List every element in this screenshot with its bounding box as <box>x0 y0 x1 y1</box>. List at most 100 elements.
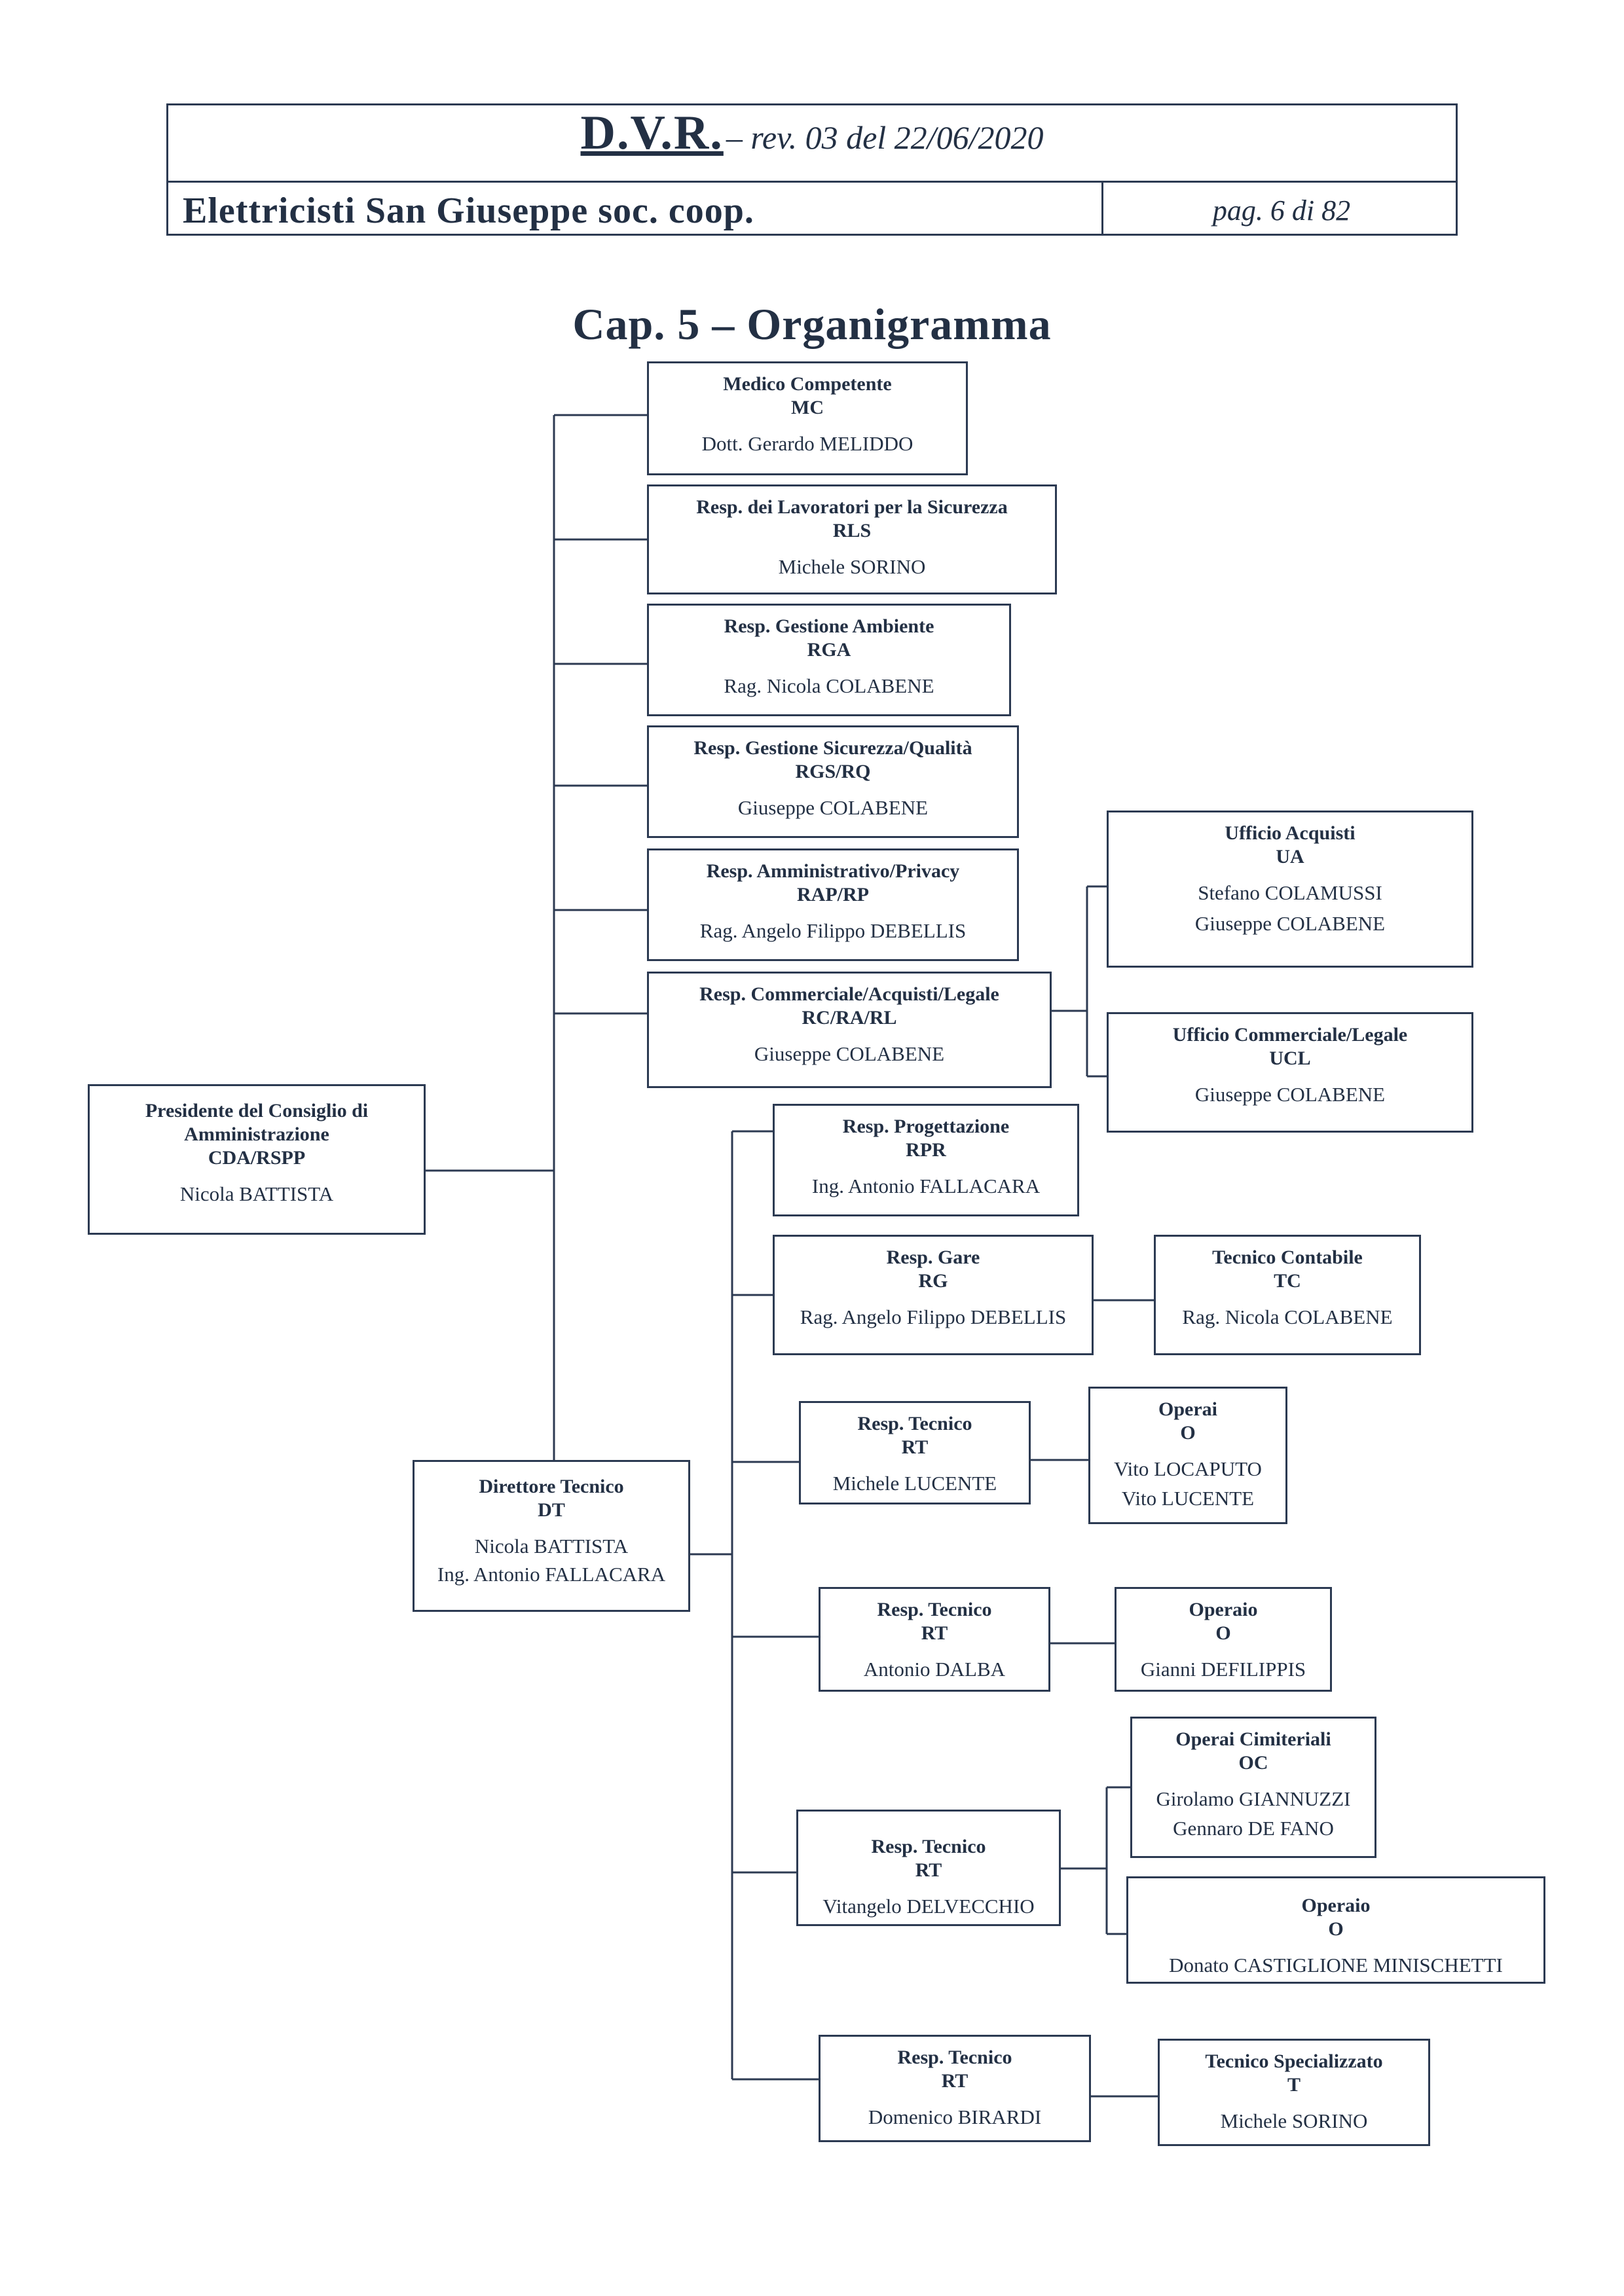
org-box-code: TC <box>1274 1270 1301 1292</box>
org-box-title: Operai Cimiteriali <box>1175 1728 1331 1750</box>
org-box-title: Resp. Commerciale/Acquisti/Legale <box>699 983 999 1005</box>
org-box-operaio-1: Operaio O Gianni DEFILIPPIS <box>1115 1587 1332 1692</box>
org-box-name: Ing. Antonio FALLACARA <box>437 1563 666 1586</box>
org-box-code: RT <box>941 2070 969 2092</box>
org-box-name: Giuseppe COLABENE <box>1194 912 1386 936</box>
org-box-title: Medico Competente <box>723 373 892 395</box>
org-box-name: Vito LUCENTE <box>1121 1487 1255 1510</box>
document-header: D.V.R. – rev. 03 del 22/06/2020 Elettric… <box>166 103 1458 236</box>
chapter-title: Cap. 5 – Organigramma <box>572 299 1052 349</box>
org-box-title: Resp. dei Lavoratori per la Sicurezza <box>696 496 1008 518</box>
org-box-operai: Operai O Vito LOCAPUTO Vito LUCENTE <box>1088 1387 1287 1524</box>
org-box-code: CDA/RSPP <box>208 1147 306 1169</box>
org-box-name: Vitangelo DELVECCHIO <box>822 1895 1035 1918</box>
org-box-mc: Medico Competente MC Dott. Gerardo MELID… <box>647 361 968 475</box>
org-box-title: Operai <box>1158 1398 1217 1420</box>
org-box-t: Tecnico Specializzato T Michele SORINO <box>1158 2039 1430 2146</box>
org-box-name: Michele SORINO <box>778 555 926 578</box>
org-box-title: Presidente del Consiglio di Amministrazi… <box>145 1100 369 1145</box>
org-box-title: Resp. Tecnico <box>877 1599 992 1620</box>
org-box-name: Rag. Nicola COLABENE <box>724 674 934 697</box>
org-box-name: Gianni DEFILIPPIS <box>1140 1658 1306 1681</box>
org-box-title: Ufficio Acquisti <box>1225 822 1356 844</box>
header-divider <box>1101 181 1103 236</box>
org-box-name: Nicola BATTISTA <box>474 1535 629 1558</box>
org-box-code: RT <box>901 1436 929 1458</box>
org-box-name: Vito LOCAPUTO <box>1114 1457 1262 1480</box>
org-box-rc: Resp. Commerciale/Acquisti/Legale RC/RA/… <box>647 972 1052 1088</box>
org-box-title: Ufficio Commerciale/Legale <box>1172 1024 1408 1046</box>
org-box-rt2: Resp. Tecnico RT Antonio DALBA <box>819 1587 1050 1692</box>
org-box-rls: Resp. dei Lavoratori per la Sicurezza RL… <box>647 484 1057 594</box>
org-box-title: Operaio <box>1189 1599 1258 1620</box>
org-box-code: RC/RA/RL <box>802 1007 897 1029</box>
org-box-rga: Resp. Gestione Ambiente RGA Rag. Nicola … <box>647 604 1011 716</box>
org-box-code: O <box>1180 1422 1196 1444</box>
org-box-title: Resp. Progettazione <box>842 1116 1010 1137</box>
org-box-name: Michele LUCENTE <box>832 1472 997 1495</box>
org-box-title: Resp. Tecnico <box>857 1413 972 1434</box>
org-box-code: UCL <box>1269 1048 1311 1069</box>
org-box-title: Resp. Gare <box>886 1247 980 1268</box>
org-box-code: RLS <box>832 520 872 541</box>
org-box-title: Direttore Tecnico <box>479 1476 624 1497</box>
org-box-title: Resp. Tecnico <box>897 2047 1012 2068</box>
org-box-dt: Direttore Tecnico DT Nicola BATTISTA Ing… <box>413 1460 690 1612</box>
org-box-code: O <box>1215 1622 1231 1644</box>
org-box-code: MC <box>791 397 824 418</box>
org-box-rt3: Resp. Tecnico RT Vitangelo DELVECCHIO <box>796 1810 1061 1926</box>
org-box-name: Dott. Gerardo MELIDDO <box>701 432 913 455</box>
org-box-name: Domenico BIRARDI <box>868 2105 1042 2128</box>
org-box-name: Giuseppe COLABENE <box>1194 1083 1386 1106</box>
org-box-title: Resp. Tecnico <box>871 1836 986 1857</box>
org-box-name: Girolamo GIANNUZZI <box>1156 1787 1351 1810</box>
org-box-ucl: Ufficio Commerciale/Legale UCL Giuseppe … <box>1107 1012 1473 1133</box>
org-box-rgs: Resp. Gestione Sicurezza/Qualità RGS/RQ … <box>647 725 1019 838</box>
org-box-title: Tecnico Specializzato <box>1205 2050 1383 2072</box>
org-box-code: UA <box>1276 846 1304 867</box>
org-box-code: O <box>1328 1918 1344 1940</box>
org-box-code: RT <box>921 1622 948 1644</box>
org-box-cda: Presidente del Consiglio di Amministrazi… <box>88 1084 426 1235</box>
org-box-name: Giuseppe COLABENE <box>754 1042 945 1065</box>
org-box-title: Tecnico Contabile <box>1212 1247 1363 1268</box>
org-box-code: RGA <box>807 639 851 661</box>
header-info-row: Elettricisti San Giuseppe soc. coop. pag… <box>168 181 1456 236</box>
org-box-code: DT <box>538 1499 565 1521</box>
org-box-rt1: Resp. Tecnico RT Michele LUCENTE <box>799 1401 1031 1504</box>
document-code: D.V.R. <box>580 106 724 160</box>
document-revision: – rev. 03 del 22/06/2020 <box>726 119 1044 156</box>
org-box-rpr: Resp. Progettazione RPR Ing. Antonio FAL… <box>773 1104 1079 1216</box>
org-box-title: Resp. Gestione Ambiente <box>724 615 934 637</box>
org-box-code: RPR <box>906 1139 946 1161</box>
org-box-name: Rag. Angelo Filippo DEBELLIS <box>800 1305 1067 1328</box>
org-box-code: RT <box>915 1859 942 1881</box>
org-box-title: Operaio <box>1301 1895 1371 1916</box>
org-box-name: Rag. Angelo Filippo DEBELLIS <box>699 919 967 942</box>
org-box-name: Antonio DALBA <box>863 1658 1006 1681</box>
org-box-ua: Ufficio Acquisti UA Stefano COLAMUSSI Gi… <box>1107 811 1473 968</box>
org-box-code: RG <box>918 1270 948 1292</box>
header-title-row: D.V.R. – rev. 03 del 22/06/2020 <box>168 105 1456 183</box>
org-box-name: Gennaro DE FANO <box>1173 1817 1334 1840</box>
org-box-tc: Tecnico Contabile TC Rag. Nicola COLABEN… <box>1154 1235 1421 1355</box>
org-box-name: Stefano COLAMUSSI <box>1198 881 1382 904</box>
org-box-oc: Operai Cimiteriali OC Girolamo GIANNUZZI… <box>1130 1717 1376 1858</box>
org-box-name: Nicola BATTISTA <box>179 1182 334 1205</box>
org-box-rap: Resp. Amministrativo/Privacy RAP/RP Rag.… <box>647 848 1019 961</box>
org-box-title: Resp. Gestione Sicurezza/Qualità <box>693 737 972 759</box>
org-box-name: Donato CASTIGLIONE MINISCHETTI <box>1169 1954 1503 1977</box>
org-box-rt4: Resp. Tecnico RT Domenico BIRARDI <box>819 2035 1091 2142</box>
org-box-name: Rag. Nicola COLABENE <box>1182 1305 1393 1328</box>
org-box-name: Giuseppe COLABENE <box>737 796 929 819</box>
org-box-rg: Resp. Gare RG Rag. Angelo Filippo DEBELL… <box>773 1235 1094 1355</box>
org-box-code: RGS/RQ <box>795 761 871 782</box>
org-box-name: Ing. Antonio FALLACARA <box>811 1175 1041 1197</box>
org-box-operaio-2: Operaio O Donato CASTIGLIONE MINISCHETTI <box>1126 1876 1545 1984</box>
org-box-name: Michele SORINO <box>1220 2109 1368 2132</box>
org-box-code: OC <box>1238 1752 1268 1774</box>
org-box-code: T <box>1287 2074 1301 2096</box>
company-name: Elettricisti San Giuseppe soc. coop. <box>183 191 754 231</box>
org-box-title: Resp. Amministrativo/Privacy <box>706 860 960 882</box>
